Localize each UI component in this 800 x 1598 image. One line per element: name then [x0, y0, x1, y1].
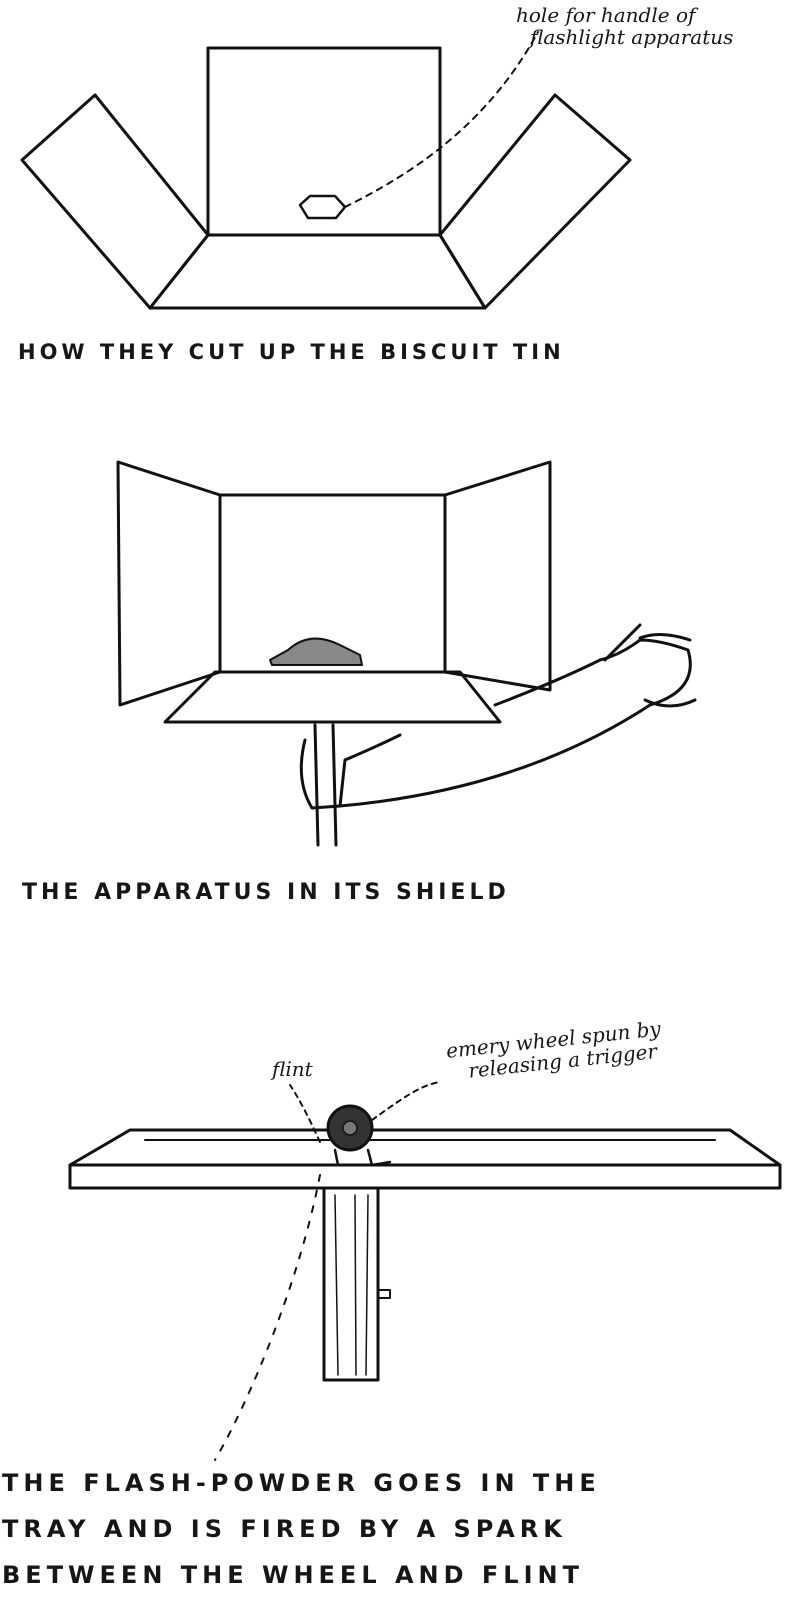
- tray-rim-top: [68, 1128, 782, 1167]
- tin-bottom-panel: [148, 233, 487, 310]
- wheel-hub: [342, 1120, 358, 1136]
- caption-apparatus-shield: THE APPARATUS IN ITS SHIELD: [22, 880, 510, 905]
- hole-annotation: hole for handle of flashlight apparatus: [516, 4, 733, 48]
- tray-plate: [163, 670, 502, 724]
- annotation-line-2: flashlight apparatus: [530, 25, 734, 49]
- unfolded-biscuit-tin: [20, 31, 632, 310]
- annotation-line-1: hole for handle of: [516, 3, 696, 27]
- handle-hole: [298, 194, 347, 220]
- post-wood-grain: [334, 1194, 369, 1376]
- tray-front-edge: [68, 1163, 782, 1190]
- caption-line-3: BETWEEN THE WHEEL AND FLINT: [2, 1561, 584, 1589]
- tin-right-flap: [438, 93, 632, 310]
- trigger: [377, 1289, 391, 1299]
- tin-back-panel: [206, 46, 442, 237]
- sleeve-edge: [603, 623, 642, 662]
- apparatus-in-shield: [116, 460, 697, 847]
- tin-left-flap: [20, 93, 210, 310]
- tray-assembly: [68, 1081, 782, 1461]
- caption-line-1: THE FLASH-POWDER GOES IN THE: [2, 1469, 601, 1497]
- caption-line-2: TRAY AND IS FIRED BY A SPARK: [2, 1515, 567, 1543]
- caption-biscuit-tin: HOW THEY CUT UP THE BISCUIT TIN: [18, 340, 565, 364]
- shield-left-panel: [116, 460, 222, 707]
- tray-post: [322, 1186, 380, 1382]
- arm: [338, 638, 692, 808]
- handle-stick: [313, 723, 338, 847]
- sleeve-cuff: [638, 633, 697, 708]
- wheel-bracket: [333, 1148, 392, 1167]
- hand: [299, 733, 402, 810]
- shield-right-panel: [443, 460, 552, 692]
- flint-pointer-line: [289, 1084, 321, 1143]
- hole-pointer-line: [344, 31, 539, 208]
- flint-label: flint: [272, 1057, 313, 1081]
- wheel-pointer-line: [371, 1081, 441, 1121]
- flash-powder-mound: [269, 637, 363, 666]
- caption-flash-powder: THE FLASH-POWDER GOES IN THE TRAY AND IS…: [2, 1460, 601, 1598]
- tray-pointer-line: [214, 1174, 321, 1461]
